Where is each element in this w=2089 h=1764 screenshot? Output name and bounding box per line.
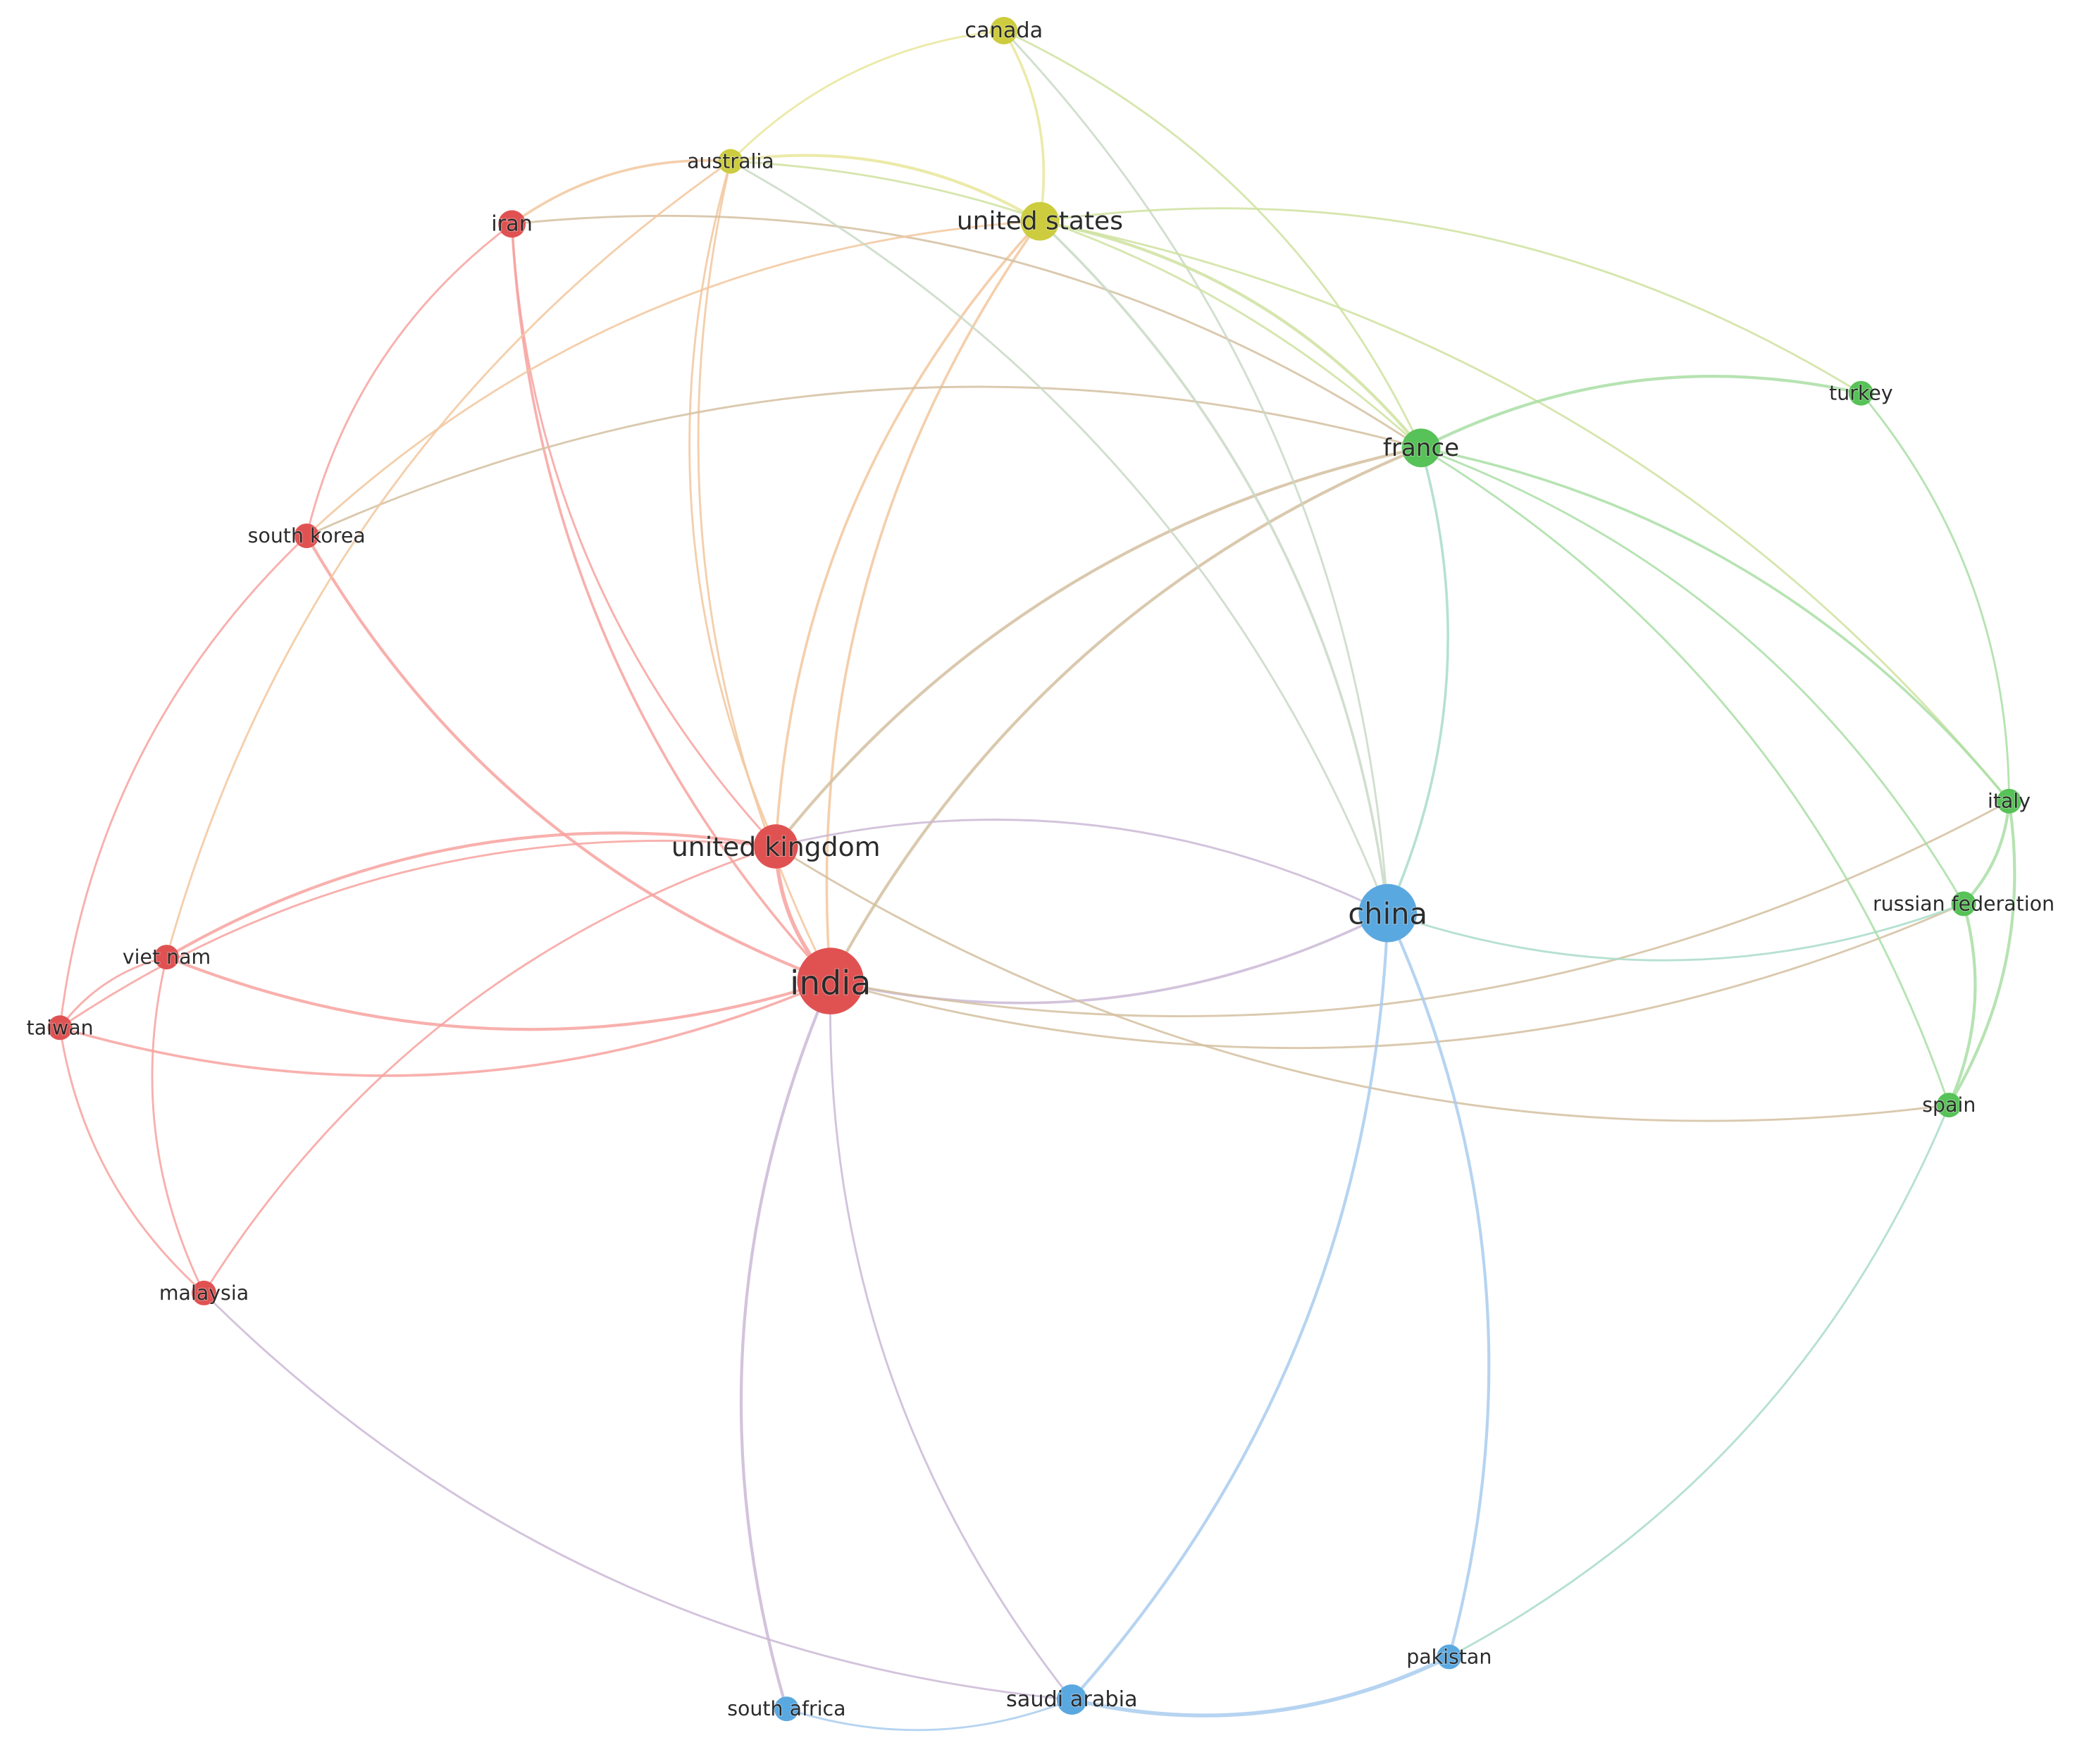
label-south-korea: south korea bbox=[248, 524, 366, 547]
edge-united-states-australia bbox=[729, 154, 1041, 223]
label-iran: iran bbox=[491, 211, 533, 236]
edge-india-france bbox=[829, 446, 1423, 983]
label-australia: australia bbox=[687, 149, 774, 173]
labels-layer: india united kingdom iran south korea viet n… bbox=[26, 18, 2056, 1721]
edge-saudi-arabia-south-africa bbox=[785, 1698, 1073, 1732]
edge-united-kingdom-iran bbox=[511, 223, 777, 847]
edge-taiwan-malaysia bbox=[58, 1026, 205, 1294]
edge-india-viet-nam bbox=[165, 955, 832, 1031]
node-russian-federation[interactable] bbox=[1951, 891, 1976, 917]
edge-china-russian-federation bbox=[1387, 902, 1965, 962]
node-taiwan[interactable] bbox=[47, 1015, 73, 1041]
edge-south-korea-france bbox=[305, 385, 1422, 538]
node-viet-nam[interactable] bbox=[154, 945, 179, 970]
node-turkey[interactable] bbox=[1848, 380, 1873, 406]
edge-united-kingdom-viet-nam bbox=[165, 831, 778, 959]
label-malaysia: malaysia bbox=[159, 1281, 249, 1305]
label-russian-federation: russian federation bbox=[1873, 892, 2054, 915]
edge-united-states-canada bbox=[1003, 29, 1046, 223]
edge-south-korea-united-states bbox=[305, 220, 1041, 538]
node-australia[interactable] bbox=[718, 149, 743, 174]
edge-iran-france bbox=[511, 214, 1422, 449]
edge-canada-france bbox=[1003, 30, 1422, 449]
edge-united-states-france bbox=[1038, 220, 1423, 449]
edge-italy-russian-federation bbox=[1962, 800, 2011, 905]
edge-united-states-turkey bbox=[1039, 207, 1862, 395]
node-italy[interactable] bbox=[1997, 788, 2021, 814]
label-italy: italy bbox=[1988, 790, 2031, 813]
label-united-states: united states bbox=[957, 206, 1123, 235]
node-canada[interactable] bbox=[990, 17, 1018, 44]
edge-iran-australia bbox=[510, 159, 732, 225]
label-viet-nam: viet nam bbox=[123, 945, 211, 969]
label-saudi-arabia: saudi arabia bbox=[1006, 1687, 1138, 1712]
edge-united-kingdom-united-states bbox=[774, 220, 1041, 848]
edge-china-united-states bbox=[1039, 220, 1389, 914]
node-united-kingdom[interactable] bbox=[753, 824, 798, 869]
edge-united-kingdom-taiwan bbox=[58, 840, 777, 1029]
label-united-kingdom: united kingdom bbox=[671, 831, 881, 862]
node-pakistan[interactable] bbox=[1437, 1644, 1462, 1670]
edge-united-kingdom-france bbox=[774, 446, 1423, 848]
edge-india-south-korea bbox=[305, 534, 832, 983]
edge-india-united-states bbox=[825, 220, 1041, 983]
label-france: france bbox=[1383, 434, 1459, 462]
edge-united-kingdom-china bbox=[774, 819, 1389, 914]
node-south-africa[interactable] bbox=[774, 1696, 799, 1722]
label-turkey: turkey bbox=[1829, 382, 1893, 405]
edge-china-pakistan bbox=[1386, 912, 1491, 1658]
node-saudi-arabia[interactable] bbox=[1056, 1684, 1087, 1715]
label-pakistan: pakistan bbox=[1406, 1645, 1492, 1668]
edge-china-canada bbox=[1003, 30, 1389, 914]
edge-italy-spain bbox=[1947, 800, 2016, 1107]
edge-united-states-italy bbox=[1039, 220, 2010, 802]
node-south-korea[interactable] bbox=[294, 523, 319, 549]
edge-china-australia bbox=[729, 160, 1389, 914]
node-china[interactable] bbox=[1358, 883, 1417, 943]
edge-russian-federation-spain bbox=[1947, 902, 1977, 1107]
node-united-states[interactable] bbox=[1020, 201, 1060, 241]
edge-viet-nam-malaysia bbox=[151, 956, 205, 1294]
edge-india-south-africa bbox=[739, 979, 832, 1710]
edge-iran-south-korea bbox=[305, 223, 514, 538]
edge-pakistan-spain bbox=[1448, 1104, 1950, 1658]
edge-india-italy bbox=[829, 800, 2010, 1017]
nodes-layer bbox=[47, 17, 2021, 1722]
edge-india-taiwan bbox=[58, 979, 832, 1077]
edge-united-kingdom-australia bbox=[688, 160, 777, 847]
edge-france-russian-federation bbox=[1420, 447, 1965, 905]
label-south-africa: south africa bbox=[727, 1697, 845, 1720]
edge-australia-canada bbox=[729, 30, 1005, 163]
edges-layer bbox=[58, 29, 2016, 1732]
edge-india-russian-federation bbox=[829, 902, 1965, 1050]
node-spain[interactable] bbox=[1936, 1093, 1961, 1118]
node-india[interactable] bbox=[797, 948, 864, 1014]
node-france[interactable] bbox=[1401, 428, 1441, 468]
label-china: china bbox=[1348, 896, 1427, 931]
edge-australia-france bbox=[729, 160, 1422, 449]
label-spain: spain bbox=[1922, 1093, 1976, 1117]
edge-united-kingdom-malaysia bbox=[203, 845, 777, 1294]
label-taiwan: taiwan bbox=[27, 1016, 94, 1039]
edge-south-korea-taiwan bbox=[58, 535, 308, 1029]
edge-india-iran bbox=[510, 223, 832, 983]
edge-france-spain bbox=[1420, 447, 1950, 1107]
edge-united-kingdom-spain bbox=[774, 845, 1950, 1122]
edge-france-turkey bbox=[1419, 375, 1863, 449]
node-iran[interactable] bbox=[498, 210, 526, 238]
edge-china-saudi-arabia bbox=[1070, 912, 1389, 1701]
edge-malaysia-saudi-arabia bbox=[203, 1291, 1073, 1701]
edge-viet-nam-australia bbox=[166, 160, 732, 959]
edge-saudi-arabia-pakistan bbox=[1070, 1655, 1451, 1718]
label-india: india bbox=[790, 964, 871, 1003]
edge-turkey-italy bbox=[1859, 392, 2010, 802]
edge-china-france bbox=[1386, 447, 1449, 914]
label-canada: canada bbox=[965, 18, 1043, 43]
edge-india-saudi-arabia bbox=[829, 980, 1073, 1701]
node-malaysia[interactable] bbox=[192, 1280, 216, 1305]
edge-france-italy bbox=[1420, 447, 2011, 802]
edge-viet-nam-taiwan bbox=[58, 956, 168, 1029]
